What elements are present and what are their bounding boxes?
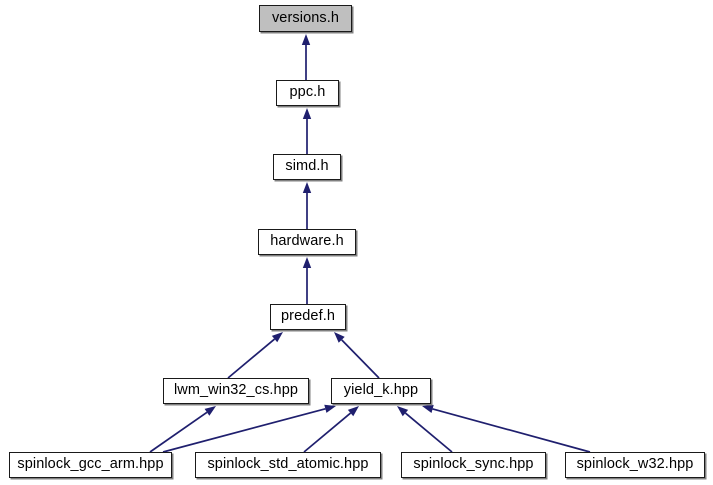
node-spinlock_gcc_arm[interactable]: spinlock_gcc_arm.hpp [9,452,172,478]
node-label: lwm_win32_cs.hpp [173,382,299,399]
edge-spinlock_sync-to-yield_k [397,406,453,453]
node-lwm_win32_cs[interactable]: lwm_win32_cs.hpp [163,378,309,404]
node-label: spinlock_std_atomic.hpp [207,456,369,473]
node-label: spinlock_gcc_arm.hpp [17,456,164,473]
node-label: simd.h [285,158,329,175]
node-label: ppc.h [289,84,326,101]
node-label: yield_k.hpp [343,382,419,399]
node-simd[interactable]: simd.h [273,154,341,180]
arrowhead-icon [302,108,312,119]
edge-lwm_win32_cs-to-predef [227,332,283,379]
arrowhead-icon [302,257,312,268]
node-ppc[interactable]: ppc.h [276,80,339,106]
node-hardware[interactable]: hardware.h [258,229,356,255]
arrowhead-icon [204,406,216,416]
node-label: hardware.h [270,233,344,250]
arrowhead-icon [302,182,312,193]
arrowhead-icon [301,34,311,45]
arrowhead-icon [271,332,283,343]
edge-predef-to-hardware [302,257,312,304]
edge-spinlock_std_atomic-to-yield_k [303,406,359,453]
node-spinlock_w32[interactable]: spinlock_w32.hpp [565,452,705,478]
edge-simd-to-ppc [302,108,312,154]
node-spinlock_std_atomic[interactable]: spinlock_std_atomic.hpp [195,452,381,478]
node-spinlock_sync[interactable]: spinlock_sync.hpp [401,452,546,478]
node-label: versions.h [271,9,340,26]
node-predef[interactable]: predef.h [270,304,346,330]
arrowhead-icon [397,406,409,417]
edge-spinlock_w32-to-yield_k [422,404,591,453]
edge-hardware-to-simd [302,182,312,229]
edge-spinlock_gcc_arm-to-lwm_win32_cs [149,406,216,453]
node-label: spinlock_sync.hpp [413,456,534,473]
arrowhead-icon [334,332,345,343]
arrowhead-icon [422,404,434,413]
arrowhead-icon [347,406,359,417]
edge-ppc-to-versions [301,34,311,80]
edge-yield_k-to-predef [334,332,380,379]
node-label: predef.h [280,308,335,325]
node-yield_k[interactable]: yield_k.hpp [331,378,431,404]
arrowhead-icon [324,404,336,413]
node-versions[interactable]: versions.h [259,5,352,32]
node-label: spinlock_w32.hpp [576,456,694,473]
edge-spinlock_gcc_arm-to-yield_k [162,404,336,453]
